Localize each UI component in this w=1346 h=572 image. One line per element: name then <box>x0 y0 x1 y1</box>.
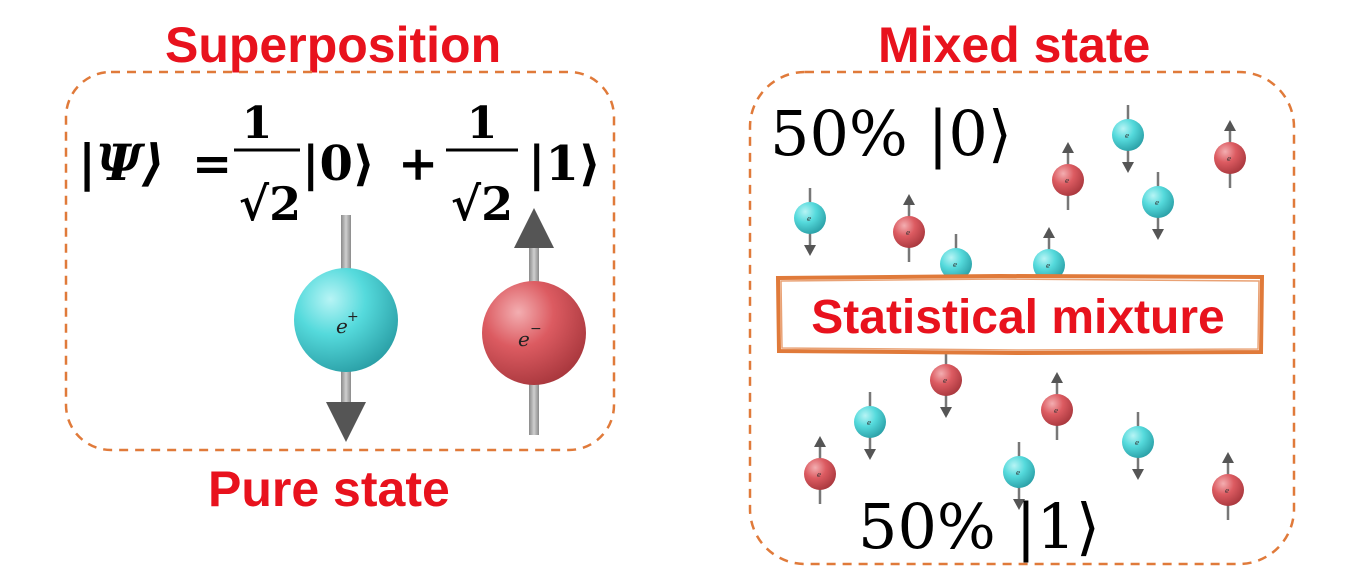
spin-particle: e <box>1041 372 1073 440</box>
equals-sign: = <box>192 136 232 192</box>
mixed-state-title: Mixed state <box>878 17 1151 73</box>
spin-particle: e <box>854 392 886 460</box>
spin-particle-label: e <box>817 471 821 479</box>
spin-particle: e <box>1212 452 1244 520</box>
spin-particle: e <box>1003 442 1035 510</box>
spin-particle: e <box>893 194 925 262</box>
spin-particle: e <box>804 436 836 504</box>
spin-particle-label: e <box>1225 487 1229 495</box>
positron-charge: + <box>347 309 359 325</box>
spin-particle-label: e <box>867 419 871 427</box>
psi-ket: |𝜳⟩ <box>78 133 165 193</box>
ket-one: |1⟩ <box>528 136 601 192</box>
electron-charge: − <box>530 321 542 337</box>
electron-label: e <box>518 327 530 351</box>
spin-particle: e <box>1142 172 1174 240</box>
coef-1-numerator: 1 <box>242 98 273 149</box>
spin-particle: e <box>1122 412 1154 480</box>
spin-particle-label: e <box>1054 407 1058 415</box>
one-probability-label: 50% |1⟩ <box>858 490 1100 563</box>
spin-particle-label: e <box>943 377 947 385</box>
statistical-mixture-text: Statistical mixture <box>811 291 1224 344</box>
ket-zero: |0⟩ <box>302 136 375 192</box>
mixed-particles: e e e e e e e e e e e e e e e <box>794 105 1246 520</box>
superposition-title: Superposition <box>165 17 502 73</box>
spin-particle: e <box>794 188 826 256</box>
superposition-equation: |𝜳⟩ = 1 √2 |0⟩ + 1 √2 |1⟩ <box>78 98 601 231</box>
pure-state-box <box>64 70 616 452</box>
spin-particle-label: e <box>1125 132 1129 140</box>
spin-particle-label: e <box>1046 262 1050 270</box>
positron-label: e <box>336 314 348 338</box>
spin-particle: e <box>1112 105 1144 173</box>
electron-spin-up: e − <box>482 208 586 435</box>
pure-state-label: Pure state <box>208 461 450 517</box>
spin-particle: e <box>1052 142 1084 210</box>
spin-particle-label: e <box>953 261 957 269</box>
spin-particle-label: e <box>906 229 910 237</box>
plus-sign: + <box>398 136 438 192</box>
spin-particle-label: e <box>1135 439 1139 447</box>
zero-probability-label: 50% |0⟩ <box>770 97 1012 170</box>
spin-particle-label: e <box>1155 199 1159 207</box>
spin-particle-label: e <box>1227 155 1231 163</box>
statistical-mixture-banner: Statistical mixture <box>775 273 1265 356</box>
spin-particle: e <box>1214 120 1246 188</box>
spin-particle-label: e <box>1016 469 1020 477</box>
spin-particle-label: e <box>1065 177 1069 185</box>
mixed-state-box <box>748 70 1296 566</box>
coef-2-numerator: 1 <box>467 98 498 149</box>
coef-2-denominator: √2 <box>451 177 513 231</box>
spin-particle-label: e <box>807 215 811 223</box>
positron-spin-down: e + <box>294 215 398 442</box>
spin-particle: e <box>930 350 962 418</box>
coef-1-denominator: √2 <box>239 177 301 231</box>
